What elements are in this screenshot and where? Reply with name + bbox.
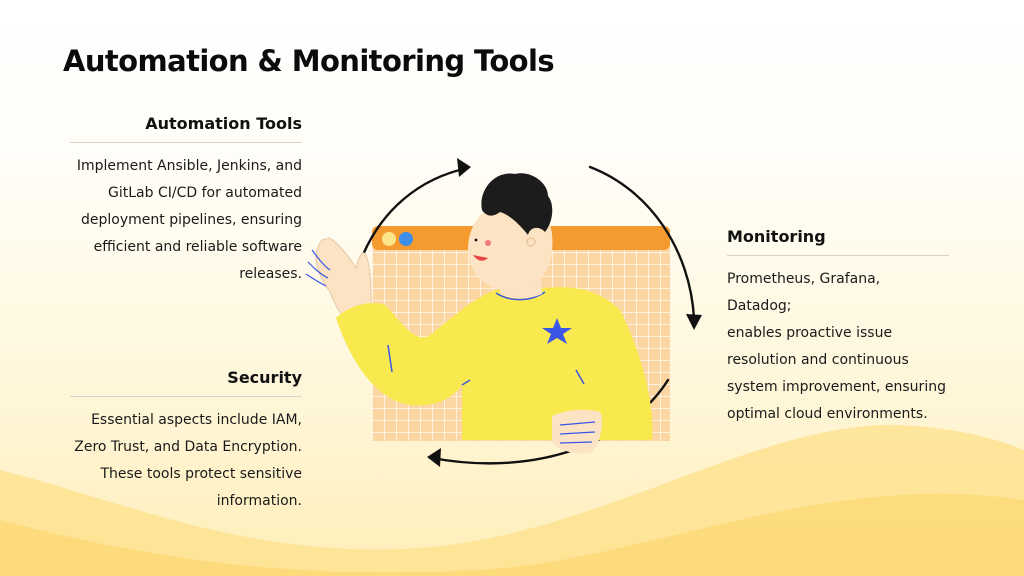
automation-body: Implement Ansible, Jenkins, and GitLab C… [70,153,302,288]
security-heading: Security [227,368,302,387]
automation-line: GitLab CI/CD for automated [108,185,302,201]
monitoring-divider [727,255,949,256]
monitoring-line: Prometheus, Grafana, Datadog; [727,271,881,314]
hand-icon [305,237,373,327]
lower-hand [552,409,603,454]
security-body: Essential aspects include IAM, Zero Trus… [70,407,302,515]
security-line: Essential aspects include IAM, [91,412,302,428]
automation-line: deployment pipelines, ensuring [81,212,302,228]
page-title: Automation & Monitoring Tools [63,44,555,78]
monitoring-line: resolution and continuous [727,352,909,368]
monitoring-heading: Monitoring [727,227,826,246]
person-illustration [305,158,702,467]
monitoring-line: system improvement, ensuring [727,379,946,395]
star-icon [542,318,572,344]
security-line: information. [216,493,302,509]
person-head [468,173,553,299]
automation-line: Implement Ansible, Jenkins, and [76,158,302,174]
automation-heading: Automation Tools [145,114,302,133]
security-divider [70,396,302,397]
automation-line: efficient and reliable software [93,239,302,255]
hair-icon [481,173,553,235]
security-line: These tools protect sensitive [100,466,302,482]
security-line: Zero Trust, and Data Encryption. [74,439,302,455]
monitoring-line: enables proactive issue [727,325,893,341]
automation-divider [70,142,302,143]
security-section: Security Essential aspects include IAM, … [70,368,302,515]
monitoring-section: Monitoring Prometheus, Grafana, Datadog;… [727,227,949,428]
monitoring-line: optimal cloud environments. [727,406,928,422]
automation-line: releases. [239,266,302,282]
automation-section: Automation Tools Implement Ansible, Jenk… [70,114,302,288]
monitoring-body: Prometheus, Grafana, Datadog; enables pr… [727,266,949,428]
person-body [336,287,653,440]
